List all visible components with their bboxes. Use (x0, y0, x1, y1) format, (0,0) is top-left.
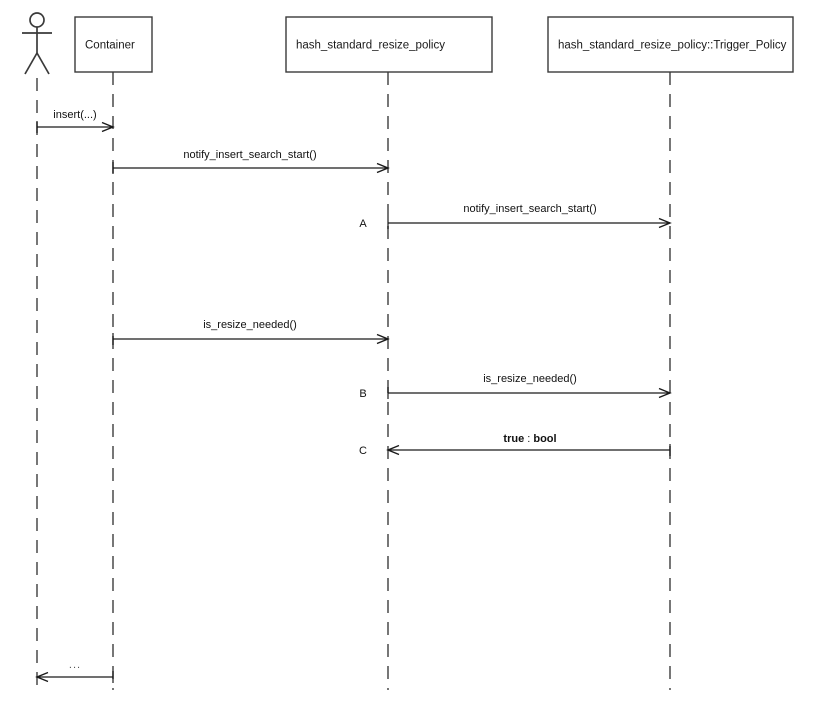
actor-leg-right-icon (36, 52, 50, 75)
message-3[interactable]: notify_insert_search_start() A (359, 203, 672, 230)
sequence-marker-c: C (359, 445, 367, 457)
message-label: ... (69, 659, 81, 671)
actor-figure (22, 12, 52, 75)
sequence-marker-a: A (359, 218, 367, 230)
message-arrowhead-icon (376, 162, 390, 174)
participant-box-resize_policy[interactable] (285, 16, 493, 73)
message-label: insert(...) (53, 109, 96, 121)
message-label: notify_insert_search_start() (463, 203, 596, 215)
sequence-marker-b: B (359, 388, 366, 400)
participant-label-resize_policy: hash_standard_resize_policy (296, 40, 445, 52)
message-arrowhead-icon (658, 387, 672, 399)
message-arrowhead-icon (101, 121, 115, 133)
message-4[interactable]: is_resize_needed() (112, 319, 390, 345)
message-7[interactable]: ... (35, 659, 114, 683)
participant-label-container: Container (85, 40, 135, 52)
message-arrowhead-icon (386, 444, 400, 456)
message-label: is_resize_needed() (203, 319, 297, 331)
message-2[interactable]: notify_insert_search_start() (112, 149, 390, 174)
participant-box-trigger_policy[interactable] (547, 16, 794, 73)
participant-label-trigger_policy: hash_standard_resize_policy::Trigger_Pol… (558, 40, 787, 52)
message-arrowhead-icon (658, 217, 672, 229)
actor-leg-left-icon (24, 52, 38, 75)
message-arrowhead-icon (35, 671, 49, 683)
message-label: notify_insert_search_start() (183, 149, 316, 161)
message-1[interactable]: insert(...) (36, 109, 115, 133)
message-label: is_resize_needed() (483, 373, 577, 385)
participant-box-container[interactable] (74, 16, 153, 73)
message-arrowhead-icon (376, 333, 390, 345)
actor-head-icon (29, 12, 45, 28)
message-5[interactable]: is_resize_needed() B (359, 373, 672, 400)
message-label: true : bool (503, 433, 556, 445)
